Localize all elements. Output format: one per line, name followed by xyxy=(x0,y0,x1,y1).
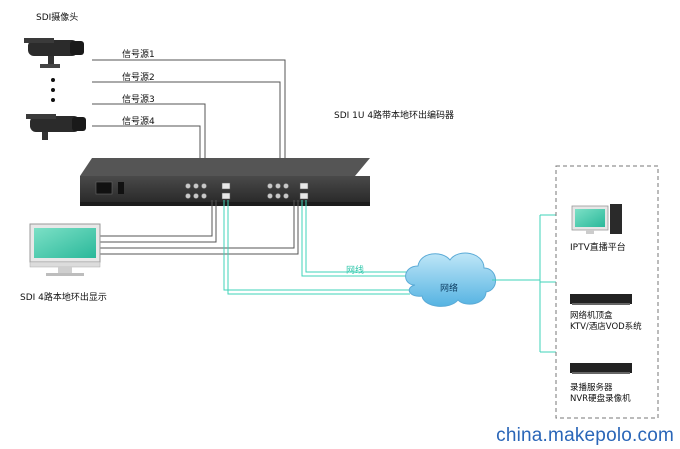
loopout-cables xyxy=(100,200,299,255)
signal-cable-3 xyxy=(92,103,206,182)
client-group-box xyxy=(555,165,659,419)
signal-source-3-label: 信号源3 xyxy=(122,95,155,105)
site-watermark: china.makepolo.com xyxy=(496,425,674,446)
signal-source-4-label: 信号源4 xyxy=(122,117,155,127)
network-cables xyxy=(223,200,414,295)
iptv-label: IPTV直播平台 xyxy=(570,243,626,253)
network-cable-label: 网线 xyxy=(346,266,365,276)
cloud-label: 网络 xyxy=(440,284,459,294)
stb-label-line1: 网络机顶盒 xyxy=(570,311,613,321)
signal-cable-2 xyxy=(92,81,281,182)
monitor-label: SDI 4路本地环出显示 xyxy=(20,293,107,303)
network-cloud xyxy=(405,252,496,307)
nvr-label-line2: NVR硬盘录像机 xyxy=(570,394,631,404)
set-top-box xyxy=(570,294,632,305)
signal-source-1-label: 信号源1 xyxy=(122,50,155,60)
local-monitor xyxy=(29,223,101,276)
sdi-encoder-device xyxy=(80,158,370,206)
camera-group-label: SDI摄像头 xyxy=(36,13,79,23)
signal-source-2-label: 信号源2 xyxy=(122,73,155,83)
sdi-camera-1 xyxy=(24,38,84,68)
nvr-recorder xyxy=(570,363,632,374)
camera-ellipsis xyxy=(51,78,55,102)
encoder-label: SDI 1U 4路带本地环出编码器 xyxy=(334,111,455,121)
stb-label-line2: KTV/酒店VOD系统 xyxy=(570,322,642,332)
cloud-links xyxy=(492,214,556,353)
sdi-camera-2 xyxy=(26,114,86,140)
iptv-workstation xyxy=(571,204,622,234)
signal-cable-1 xyxy=(92,59,286,182)
nvr-label-line1: 录播服务器 xyxy=(570,383,613,393)
